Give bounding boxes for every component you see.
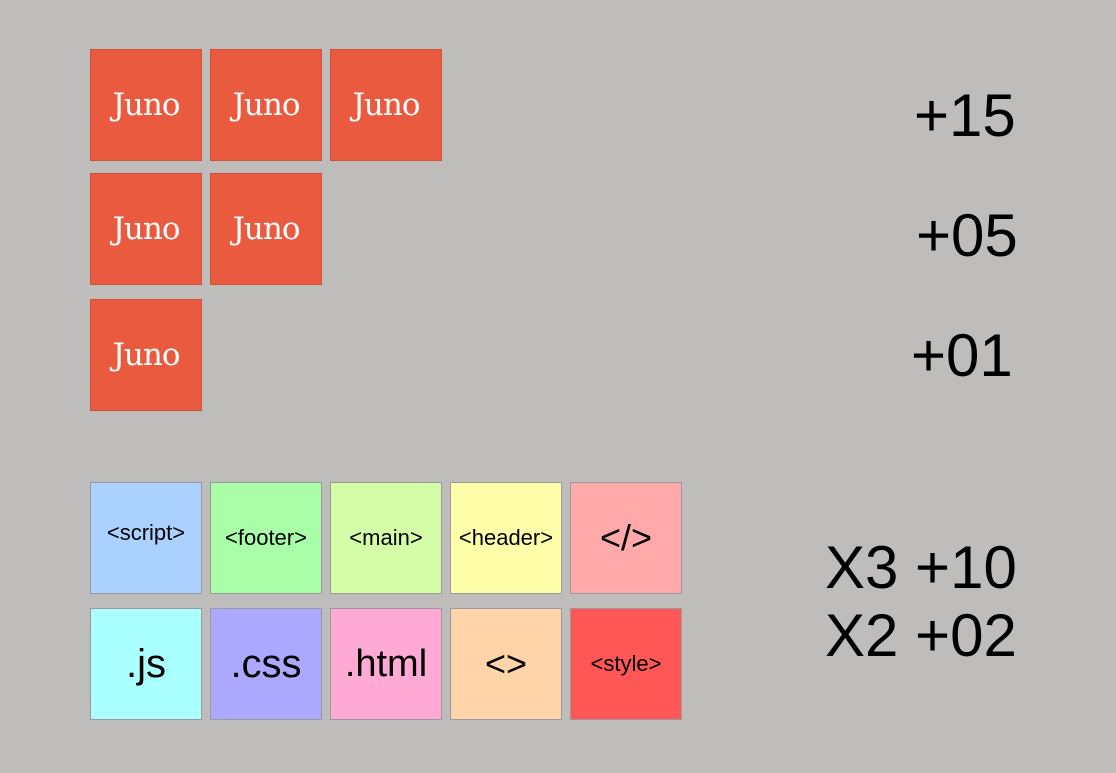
score-row-2: +05	[916, 202, 1018, 269]
juno-tile[interactable]: Juno	[210, 173, 322, 285]
tag-tile-open-close[interactable]: <>	[450, 608, 562, 720]
juno-tile[interactable]: Juno	[90, 173, 202, 285]
tag-tile-footer[interactable]: <footer>	[210, 482, 322, 594]
tag-label: <style>	[590, 651, 662, 676]
tag-label: .html	[344, 642, 428, 685]
tag-tile-js[interactable]: .js	[90, 608, 202, 720]
juno-label: Juno	[112, 211, 180, 247]
juno-label: Juno	[232, 211, 300, 247]
tag-tile-script[interactable]: <script>	[90, 482, 202, 594]
score-row-1: +15	[914, 82, 1016, 149]
tag-tile-style[interactable]: <style>	[570, 608, 682, 720]
juno-label: Juno	[112, 87, 180, 123]
tag-label: <main>	[349, 525, 423, 550]
tag-label: .js	[126, 641, 166, 686]
juno-tile[interactable]: Juno	[330, 49, 442, 161]
multiplier-x3: X3 +10	[825, 534, 1017, 601]
juno-tile[interactable]: Juno	[210, 49, 322, 161]
multiplier-x2: X2 +02	[825, 602, 1017, 669]
juno-label: Juno	[232, 87, 300, 123]
tag-label: <script>	[106, 520, 186, 545]
tag-tile-html[interactable]: .html	[330, 608, 442, 720]
score-row-3: +01	[911, 322, 1013, 389]
tag-label: <>	[484, 643, 528, 684]
tag-label: .css	[230, 641, 302, 686]
tag-label: </>	[599, 517, 653, 558]
tag-label: <header>	[458, 525, 554, 550]
juno-label: Juno	[352, 87, 420, 123]
tag-label: <footer>	[225, 525, 307, 550]
juno-tile[interactable]: Juno	[90, 49, 202, 161]
tag-tile-header[interactable]: <header>	[450, 482, 562, 594]
juno-label: Juno	[112, 337, 180, 373]
tag-tile-close-tag[interactable]: </>	[570, 482, 682, 594]
tag-tile-css[interactable]: .css	[210, 608, 322, 720]
tag-tile-main[interactable]: <main>	[330, 482, 442, 594]
juno-tile[interactable]: Juno	[90, 299, 202, 411]
